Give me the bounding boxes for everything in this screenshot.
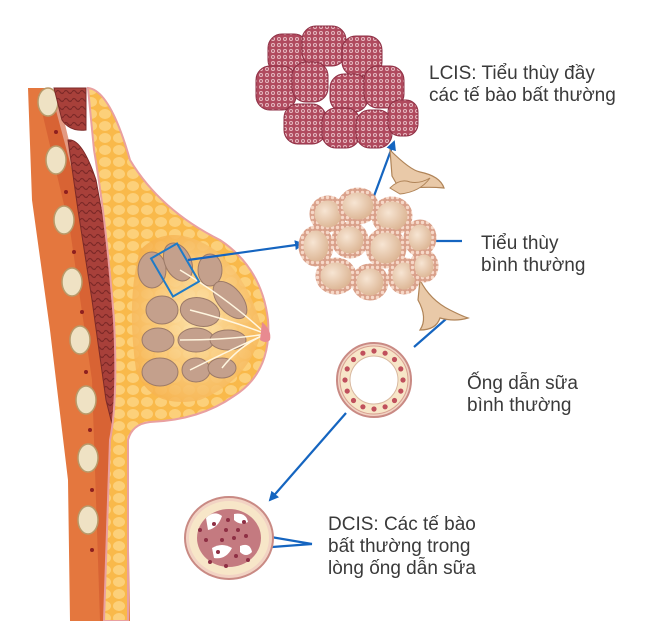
abnormal-cell-nucleus [246, 558, 250, 562]
abnormal-cell-nucleus [232, 536, 236, 540]
label-dcis-line-3: lòng ống dẫn sữa [328, 558, 476, 579]
label-lcis-line-1: LCIS: Tiểu thùy đầy [429, 63, 595, 84]
cell-nucleus [391, 356, 398, 363]
cell-nucleus [360, 404, 366, 410]
cell-nucleus [398, 366, 404, 372]
cell-nucleus [382, 350, 388, 356]
cell-nucleus [382, 404, 388, 410]
label-normal-lobule-line-1: Tiểu thùy [481, 233, 559, 254]
cell-nucleus [391, 397, 398, 404]
lcis-lobule [255, 25, 445, 191]
label-lcis-line-2: các tế bào bất thường [429, 85, 616, 106]
label-dcis-line-2: bất thường trong [328, 536, 471, 557]
abnormal-cell-nucleus [204, 538, 208, 542]
abnormal-cell-nucleus [226, 518, 230, 522]
nipple [260, 322, 271, 342]
ribs [37, 87, 99, 535]
arrow-duct-to-dcis [268, 412, 347, 502]
label-dcis-line-1: DCIS: Các tế bào [328, 514, 476, 535]
abnormal-cell-nucleus [224, 564, 228, 568]
cell-nucleus [398, 388, 404, 394]
cell-nucleus [350, 397, 357, 404]
abnormal-cell-nucleus [212, 522, 216, 526]
abnormal-cell-nucleus [198, 528, 202, 532]
label-lcis: LCIS: Tiểu thùy đầy các tế bào bất thườn… [429, 63, 616, 107]
highlight-box[interactable] [149, 242, 201, 298]
cell-nucleus [371, 348, 377, 354]
breast-ducts [179, 269, 267, 371]
label-normal-lobule-line-2: bình thường [481, 255, 586, 276]
arrow-breast-to-lobule [187, 240, 305, 262]
abnormal-cell-nucleus [234, 554, 238, 558]
label-normal-lobule: Tiểu thùy bình thường [481, 233, 585, 277]
dcis-abnormal-cells [198, 518, 250, 568]
label-normal-duct-line-2: bình thường [467, 395, 572, 416]
label-dcis: DCIS: Các tế bào bất thường trong lòng ố… [328, 514, 476, 580]
abnormal-cell-nucleus [208, 560, 212, 564]
breast-cross-section [28, 86, 271, 621]
abnormal-cell-nucleus [242, 520, 246, 524]
cell-nucleus [344, 388, 350, 394]
pectoral-muscle [53, 87, 125, 442]
abnormal-cell-nucleus [236, 528, 240, 532]
cell-nucleus [371, 406, 377, 412]
normal-duct [336, 342, 412, 418]
cell-nucleus [400, 377, 406, 383]
abnormal-cell-nucleus [224, 528, 228, 532]
dcis-duct [184, 496, 274, 580]
abnormal-cell-nucleus [216, 550, 220, 554]
chest-wall [28, 87, 130, 621]
cell-nucleus [350, 356, 357, 363]
abnormal-cell-nucleus [244, 534, 248, 538]
cell-nucleus [360, 350, 366, 356]
label-normal-duct: Ống dẫn sữa bình thường [467, 373, 578, 417]
normal-lobule [298, 177, 470, 331]
label-normal-duct-line-1: Ống dẫn sữa [467, 373, 578, 394]
cell-nucleus [342, 377, 348, 383]
duct-nuclei [342, 348, 406, 412]
abnormal-cell-nucleus [220, 538, 224, 542]
cell-nucleus [344, 366, 350, 372]
